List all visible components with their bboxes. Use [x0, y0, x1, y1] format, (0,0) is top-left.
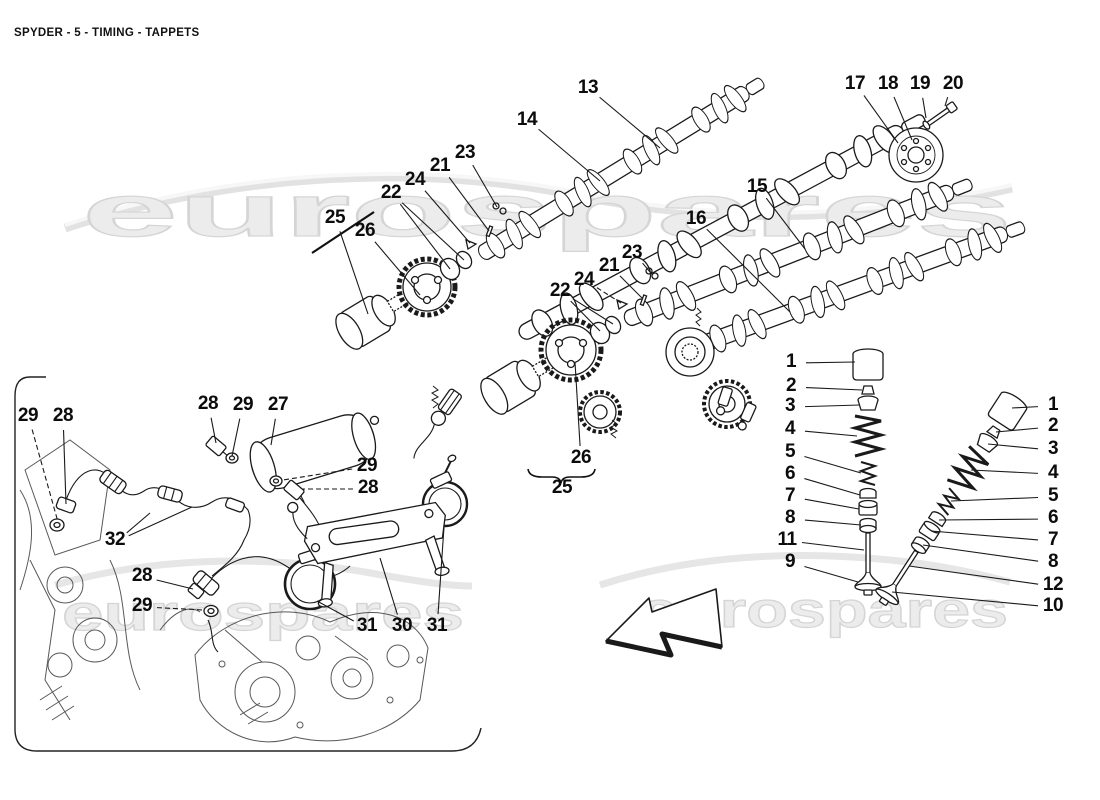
bracket [287, 501, 450, 608]
callout-28[interactable]: 28 [131, 564, 153, 586]
variator [888, 127, 944, 183]
key [616, 298, 629, 311]
page-title: SPYDER - 5 - TIMING - TAPPETS [14, 27, 200, 39]
callout-15[interactable]: 15 [746, 175, 768, 197]
banjo-fitting [55, 496, 77, 514]
variator-bolt [922, 101, 958, 130]
callout-30[interactable]: 30 [391, 614, 413, 636]
lifter [737, 401, 757, 431]
callout-32[interactable]: 32 [104, 528, 126, 550]
group-brace-25 [527, 468, 596, 484]
callout-29[interactable]: 29 [232, 393, 254, 415]
callout-24[interactable]: 24 [573, 268, 595, 290]
callout-21[interactable]: 21 [429, 154, 451, 176]
callout-28[interactable]: 28 [197, 392, 219, 414]
sensor-box-topright [413, 388, 462, 459]
callout-25[interactable]: 25 [551, 476, 573, 498]
callout-5[interactable]: 5 [784, 440, 796, 462]
callout-28[interactable]: 28 [357, 476, 379, 498]
callout-16[interactable]: 16 [685, 207, 707, 229]
callout-22[interactable]: 22 [380, 181, 402, 203]
callout-29[interactable]: 29 [17, 404, 39, 426]
callout-19[interactable]: 19 [909, 72, 931, 94]
callout-31[interactable]: 31 [426, 614, 448, 636]
callout-29[interactable]: 29 [356, 454, 378, 476]
callout-10[interactable]: 10 [1042, 594, 1064, 616]
callout-9[interactable]: 9 [784, 550, 796, 572]
callout-31[interactable]: 31 [356, 614, 378, 636]
callout-27[interactable]: 27 [267, 393, 289, 415]
callout-2[interactable]: 2 [785, 374, 797, 396]
callout-3[interactable]: 3 [784, 394, 796, 416]
callout-5[interactable]: 5 [1047, 484, 1059, 506]
callout-22[interactable]: 22 [549, 279, 571, 301]
callout-4[interactable]: 4 [784, 417, 796, 439]
callout-14[interactable]: 14 [516, 108, 538, 130]
callout-3[interactable]: 3 [1047, 437, 1059, 459]
callout-17[interactable]: 17 [844, 72, 866, 94]
camshaft-cluster [335, 66, 1031, 439]
callout-8[interactable]: 8 [784, 506, 796, 528]
aux-gear [578, 390, 622, 434]
callout-24[interactable]: 24 [404, 168, 426, 190]
callout-6[interactable]: 6 [1047, 506, 1059, 528]
callout-26[interactable]: 26 [570, 446, 592, 468]
callout-1[interactable]: 1 [1047, 393, 1059, 415]
callout-26[interactable]: 26 [354, 219, 376, 241]
tensioner-spring [431, 307, 702, 439]
ring-small [499, 207, 507, 215]
engine-block-sketch [19, 439, 429, 743]
callout-2[interactable]: 2 [1047, 414, 1059, 436]
callout-6[interactable]: 6 [784, 462, 796, 484]
callout-18[interactable]: 18 [877, 72, 899, 94]
callout-4[interactable]: 4 [1047, 461, 1059, 483]
hex-fitting [283, 479, 305, 503]
pin [639, 294, 648, 307]
callout-1[interactable]: 1 [785, 350, 797, 372]
direction-arrow-icon [605, 588, 723, 658]
callout-7[interactable]: 7 [784, 484, 796, 506]
callout-11[interactable]: 11 [777, 528, 797, 550]
ring-small [651, 272, 659, 280]
lifter [715, 386, 733, 416]
callout-7[interactable]: 7 [1047, 528, 1059, 550]
cam-end-disc [665, 327, 715, 377]
callout-12[interactable]: 12 [1042, 573, 1064, 595]
callout-21[interactable]: 21 [598, 254, 620, 276]
callout-23[interactable]: 23 [454, 141, 476, 163]
callout-28[interactable]: 28 [52, 404, 74, 426]
cam-end-housing-b [480, 352, 562, 415]
callout-20[interactable]: 20 [942, 72, 964, 94]
callout-29[interactable]: 29 [131, 594, 153, 616]
callout-13[interactable]: 13 [577, 76, 599, 98]
callout-23[interactable]: 23 [621, 241, 643, 263]
inset-frame [14, 376, 482, 752]
callout-25[interactable]: 25 [324, 206, 346, 228]
callout-8[interactable]: 8 [1047, 550, 1059, 572]
